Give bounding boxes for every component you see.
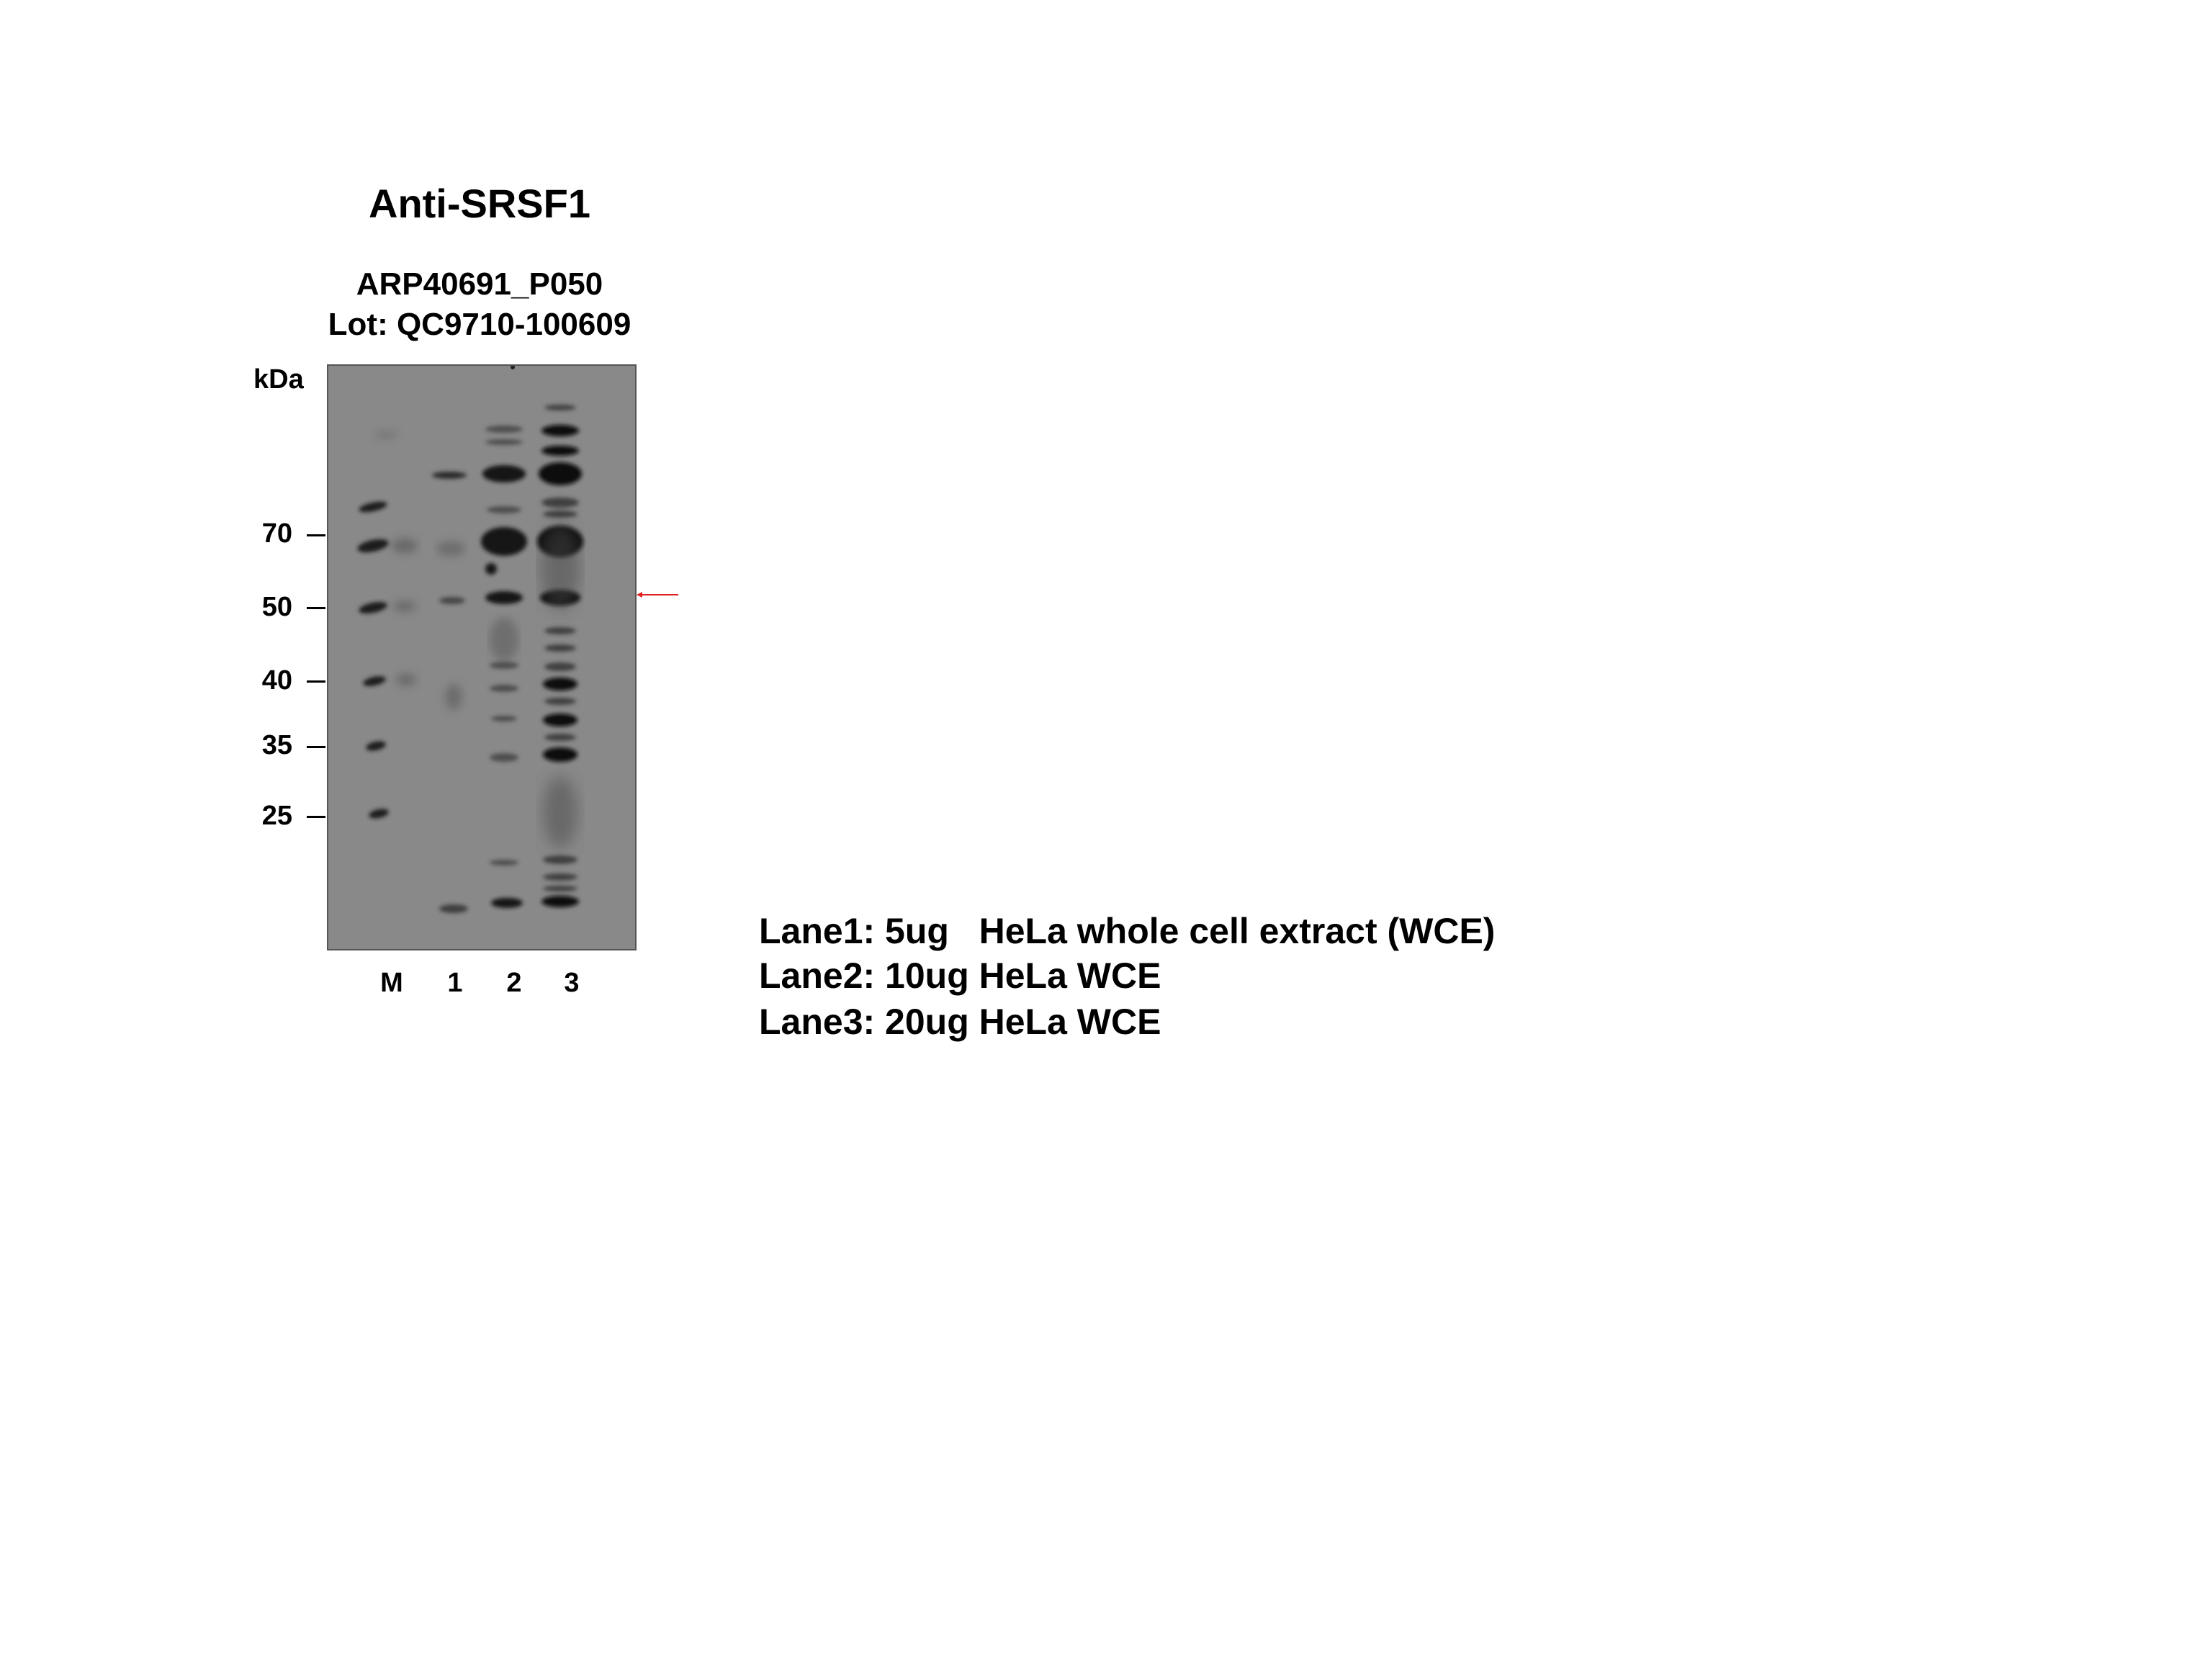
lane-label-1: 1 <box>447 968 463 998</box>
lane-label-2: 2 <box>506 968 522 998</box>
marker-tick-70 <box>307 534 325 536</box>
legend-lane-2: Lane2: 10ug HeLa WCE <box>759 956 1161 996</box>
legend-lane-1: Lane1: 5ug HeLa whole cell extract (WCE) <box>759 911 1496 951</box>
lane-label-m: M <box>380 968 403 998</box>
blot-membrane-graphic <box>328 366 635 949</box>
western-blot-image <box>327 364 637 950</box>
marker-label-35: 35 <box>261 730 292 760</box>
figure-title: Anti-SRSF1 <box>369 181 590 226</box>
marker-tick-40 <box>307 680 325 683</box>
kda-unit-label: kDa <box>253 364 304 395</box>
marker-label-40: 40 <box>261 665 292 696</box>
lane-label-3: 3 <box>564 968 580 998</box>
marker-tick-50 <box>307 607 325 609</box>
catalog-number: ARP40691_P050 <box>356 266 603 302</box>
marker-label-50: 50 <box>261 592 292 622</box>
marker-label-70: 70 <box>261 518 292 549</box>
marker-tick-35 <box>307 746 325 748</box>
legend-lane-3: Lane3: 20ug HeLa WCE <box>759 1002 1161 1042</box>
red-arrow-icon <box>637 592 678 598</box>
marker-label-25: 25 <box>261 801 292 831</box>
marker-tick-25 <box>307 816 325 818</box>
lot-number: Lot: QC9710-100609 <box>328 307 631 342</box>
